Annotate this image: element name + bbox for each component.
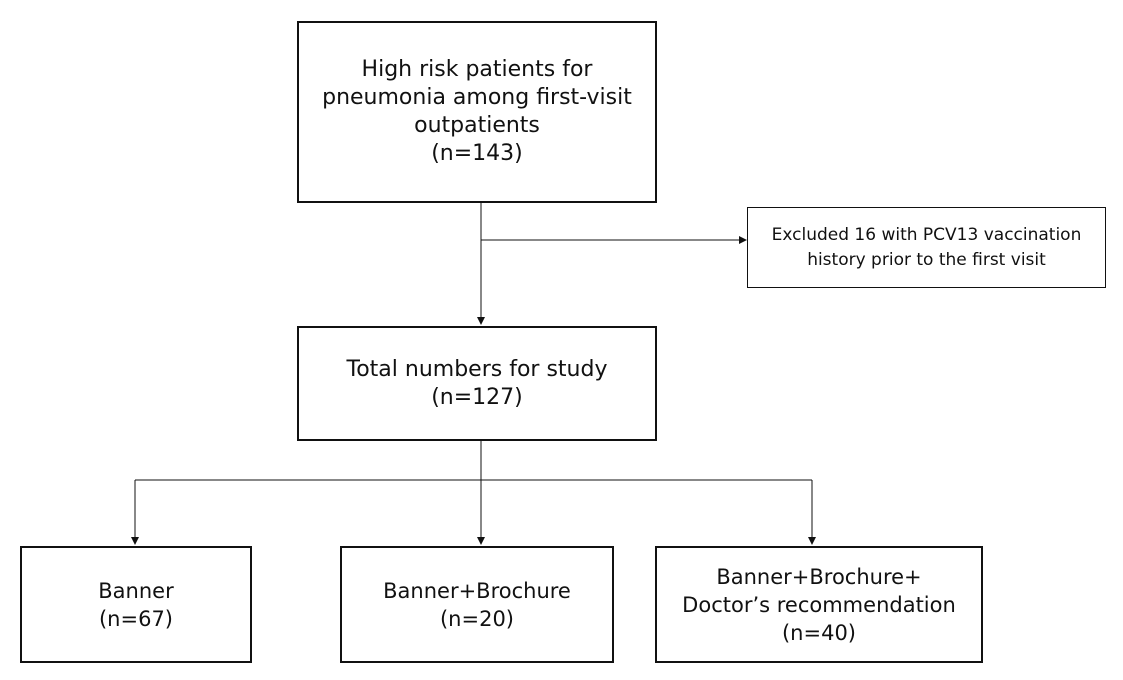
- box-text-line: Banner: [98, 578, 174, 603]
- box-text-line: Total numbers for study: [346, 356, 608, 382]
- banner-brochure-doctor-group-box: Banner+Brochure+ Doctor’s recommendation…: [655, 546, 983, 663]
- banner-brochure-group-box: Banner+Brochure (n=20): [340, 546, 614, 663]
- banner-group-box: Banner (n=67): [20, 546, 252, 663]
- box-text-line: Doctor’s recommendation: [682, 592, 956, 617]
- high-risk-patients-box: High risk patients for pneumonia among f…: [297, 21, 657, 203]
- box-text-line: High risk patients for: [361, 57, 593, 82]
- box-text-line: Banner+Brochure+: [716, 564, 922, 589]
- box-count: (n=127): [431, 384, 523, 410]
- box-text-line: Excluded 16 with PCV13 vaccination: [771, 224, 1082, 245]
- total-study-box: Total numbers for study (n=127): [297, 326, 657, 441]
- excluded-box: Excluded 16 with PCV13 vaccination histo…: [747, 207, 1106, 288]
- box-count: (n=143): [431, 141, 523, 166]
- box-text-line: pneumonia among first-visit: [322, 85, 632, 110]
- box-count: (n=40): [781, 620, 856, 645]
- box-text-line: outpatients: [414, 113, 540, 138]
- box-count: (n=20): [439, 606, 514, 631]
- box-text-line: Banner+Brochure: [383, 578, 571, 603]
- box-text-line: history prior to the first visit: [807, 249, 1046, 270]
- box-count: (n=67): [98, 606, 173, 631]
